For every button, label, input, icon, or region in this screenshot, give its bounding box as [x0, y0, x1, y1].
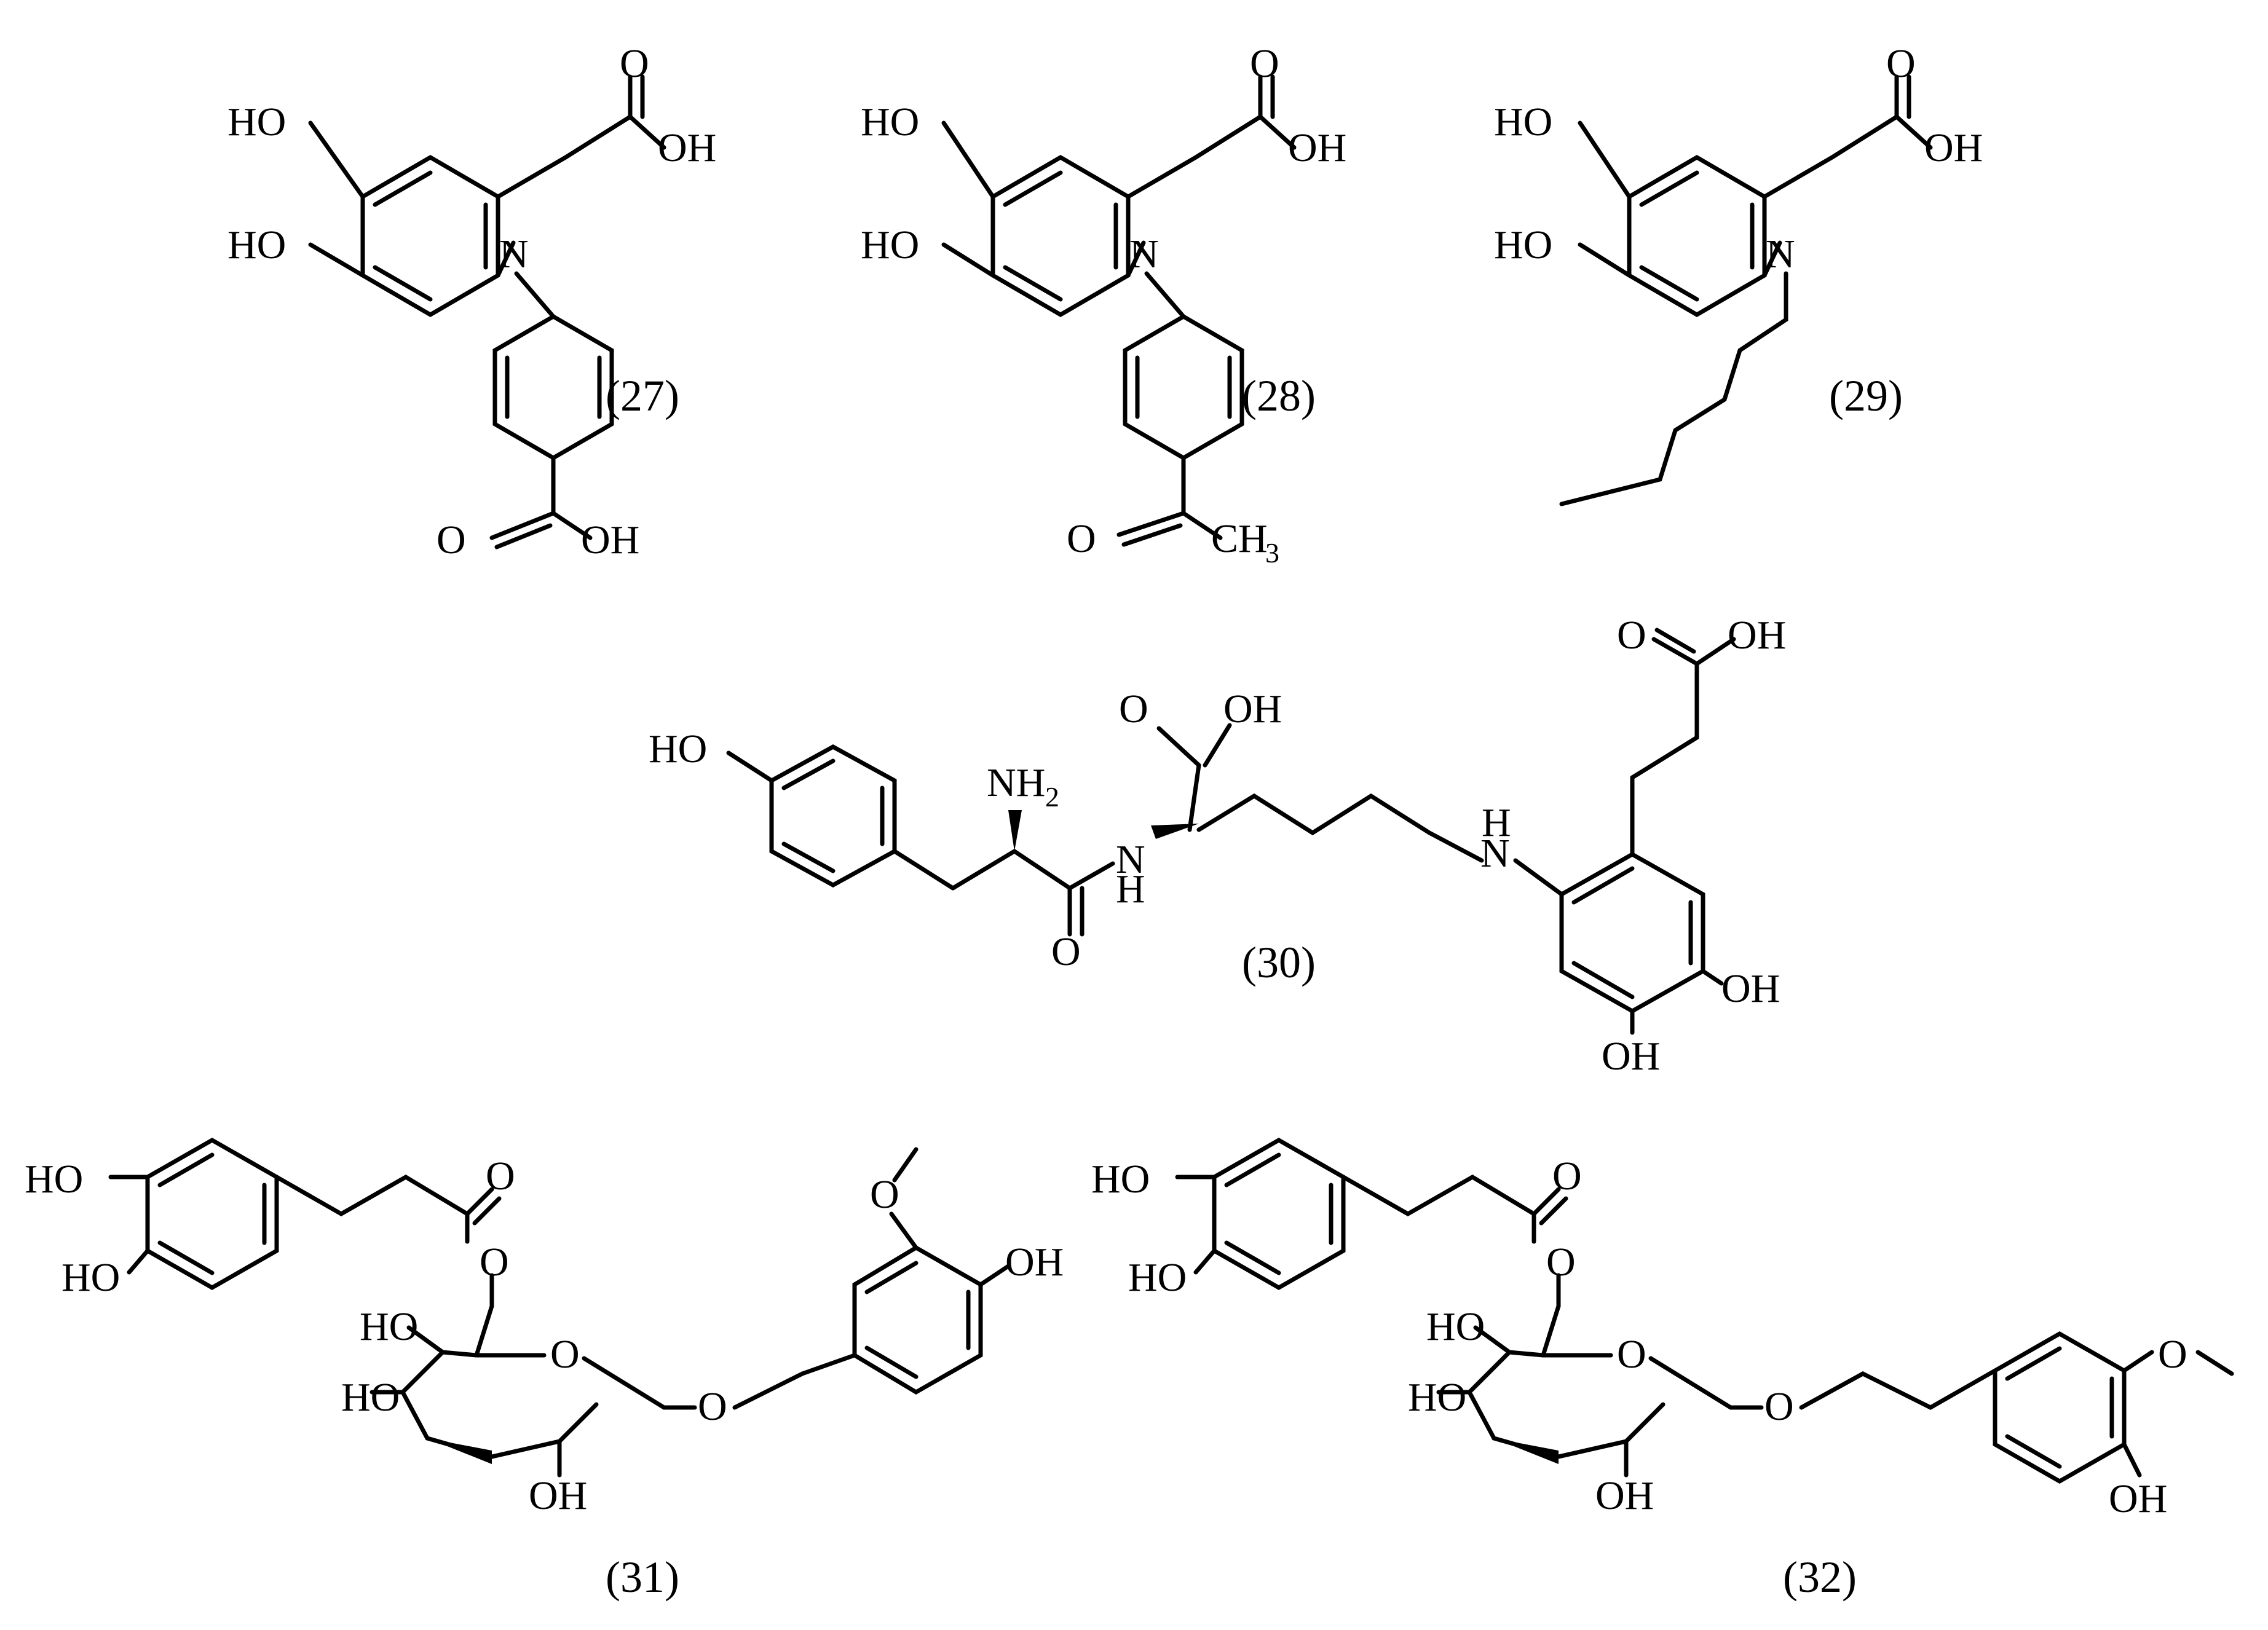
c30-atom-amide-n: N: [1116, 837, 1145, 882]
c31-atom-ester-link-o: O: [480, 1240, 509, 1285]
c32-atom-ring-o: O: [1617, 1332, 1646, 1377]
c30-atom-ho-phenol: HO: [649, 726, 707, 771]
c30-atom-nh-sub: 2: [1045, 781, 1059, 813]
c31-atom-ho-c4: HO: [360, 1304, 418, 1349]
c30-atom-nh: NH: [987, 760, 1045, 805]
c30-atom-lys-n: N: [1480, 831, 1510, 876]
c32-atom-methoxy-o: O: [2158, 1332, 2187, 1377]
compound-32: HO HO O O O HO HO OH O O OH (32): [1091, 1137, 2234, 1602]
c32-atom-ester-o: O: [1552, 1154, 1582, 1199]
c29-caption: (29): [1829, 371, 1903, 420]
c30-wedge-nh2: [1008, 810, 1022, 851]
c31-atom-oh-right: OH: [1005, 1240, 1064, 1285]
c32-atom-ho-c3: HO: [1408, 1375, 1466, 1420]
compound-30-bonds: [726, 628, 1736, 1035]
compound-29: HO HO N O OH (29): [1494, 41, 1983, 506]
compound-27: HO HO N O OH O OH (27): [227, 41, 716, 562]
c32-atom-ho-bottom: HO: [1128, 1255, 1187, 1300]
c28-atom-ch: CH: [1211, 516, 1268, 561]
compound-28: HO HO N O OH O CH 3 (28): [861, 41, 1346, 569]
compound-30: HO NH 2 N H O O OH H N O OH OH OH (30): [649, 613, 1786, 1079]
compound-27-bonds: [308, 74, 666, 549]
c27-atom-ho-top: HO: [227, 100, 286, 144]
c28-atom-n: N: [1129, 232, 1159, 277]
c28-atom-acid-o: O: [1250, 41, 1279, 86]
c32-wedge-sugar: [1494, 1438, 1559, 1464]
c31-atom-oh-c2: OH: [529, 1473, 587, 1518]
c28-atom-ho-bottom: HO: [861, 222, 919, 267]
c32-atom-oh-c2: OH: [1595, 1473, 1654, 1518]
c31-atom-ester-o: O: [486, 1154, 515, 1199]
c29-atom-ho-top: HO: [1494, 100, 1552, 144]
c28-atom-keto-o: O: [1067, 516, 1096, 561]
c32-atom-ester-link-o: O: [1546, 1240, 1576, 1285]
c30-caption: (30): [1242, 938, 1316, 987]
c32-atom-ho-top: HO: [1091, 1157, 1150, 1202]
c27-atom-acid-oh: OH: [658, 125, 716, 170]
c28-caption: (28): [1242, 371, 1316, 420]
c29-atom-ho-bottom: HO: [1494, 222, 1552, 267]
c31-caption: (31): [606, 1553, 679, 1602]
c27-caption: (27): [606, 371, 679, 420]
c31-atom-ring-o: O: [550, 1332, 580, 1377]
c31-atom-ho-top: HO: [25, 1157, 83, 1202]
c32-atom-ho-c4: HO: [1426, 1304, 1485, 1349]
c31-atom-ho-bottom: HO: [61, 1255, 120, 1300]
c31-atom-glyc-o: O: [698, 1384, 727, 1429]
c29-atom-n: N: [1766, 232, 1795, 277]
c27-atom-n: N: [499, 232, 529, 277]
c30-atom-amide-o: O: [1051, 929, 1081, 974]
c30-wedge-nh: [1151, 824, 1199, 839]
c31-atom-methoxy-o: O: [870, 1172, 899, 1217]
c31-wedge-sugar: [427, 1438, 492, 1464]
c30-atom-acid-o: O: [1617, 613, 1646, 658]
compound-28-bonds: [941, 74, 1297, 547]
c29-atom-acid-o: O: [1886, 41, 1916, 86]
compound-32-bonds: [1175, 1137, 2234, 1484]
c32-atom-glyc-o: O: [1764, 1384, 1794, 1429]
compound-29-bonds: [1559, 74, 1933, 506]
c30-atom-cooh-o: O: [1119, 687, 1148, 731]
compound-31: HO HO O O O HO HO OH O O OH (31): [25, 1137, 1064, 1602]
c30-atom-lys-h: H: [1482, 800, 1511, 845]
c30-atom-oh-right: OH: [1721, 966, 1780, 1011]
c31-atom-ho-c3: HO: [341, 1375, 400, 1420]
c30-atom-acid-oh: OH: [1728, 613, 1786, 658]
c27-atom-ring-acid-oh: OH: [581, 518, 639, 562]
compound-31-bonds: [108, 1137, 1011, 1478]
c28-atom-ch-sub: 3: [1265, 537, 1279, 569]
c30-atom-amide-h: H: [1116, 867, 1145, 911]
c29-atom-acid-oh: OH: [1924, 125, 1983, 170]
c32-atom-oh-bottom: OH: [2109, 1476, 2167, 1521]
c27-atom-acid-o: O: [620, 41, 649, 86]
c27-atom-ho-bottom: HO: [227, 222, 286, 267]
c28-atom-ho-top: HO: [861, 100, 919, 144]
c32-caption: (32): [1783, 1553, 1857, 1602]
c30-atom-oh-bottom: OH: [1602, 1034, 1660, 1079]
c30-atom-cooh-oh: OH: [1223, 687, 1282, 731]
c28-atom-acid-oh: OH: [1288, 125, 1346, 170]
c27-atom-ring-acid-o: O: [437, 518, 466, 562]
